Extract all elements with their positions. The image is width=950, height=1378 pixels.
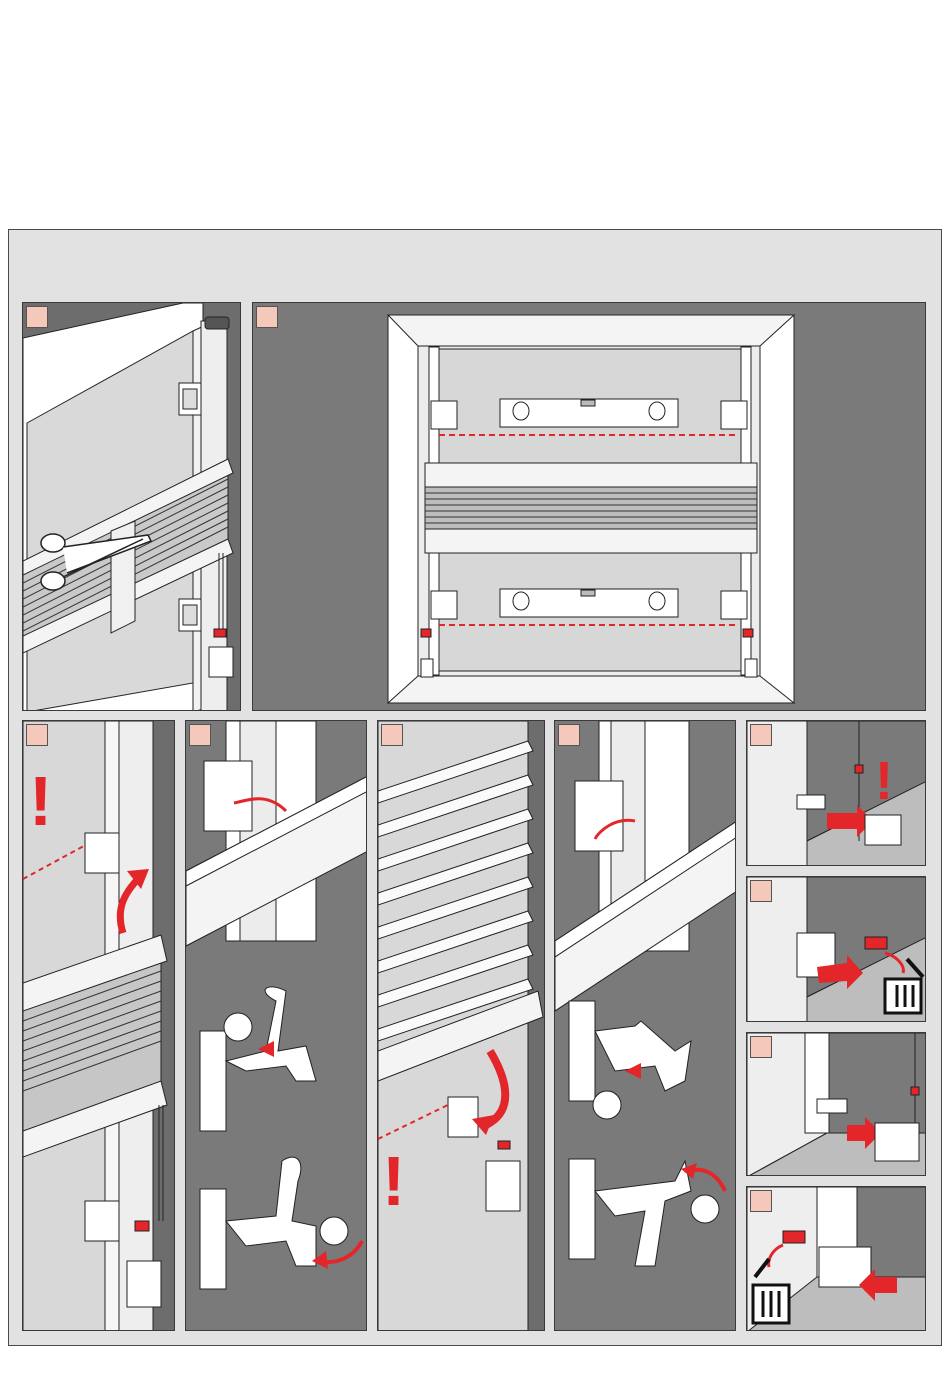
clip-profile-2-illustration: [555, 721, 736, 1331]
end-cap-fit-illustration: [747, 721, 926, 866]
panel-end-cap-fit: !: [746, 720, 926, 866]
step-badge: [750, 880, 772, 902]
remove-clip-1-illustration: [747, 877, 926, 1022]
upper-clip: [179, 383, 201, 415]
step-badge: [558, 724, 580, 746]
panel-remove-clip-1: [746, 876, 926, 1022]
cut-strap-illustration: [23, 303, 241, 711]
lower-clip: [179, 599, 201, 631]
venetian-bottom-illustration: [378, 721, 545, 1331]
clip-profile-1-illustration: [186, 721, 367, 1331]
panel-remove-clip-2: [746, 1186, 926, 1331]
spirit-level-icon: [500, 399, 678, 427]
panel-venetian-bottom: !: [377, 720, 545, 1331]
end-cap-other-side-illustration: [747, 1033, 926, 1176]
step-badge: [750, 1036, 772, 1058]
warning-mark: !: [382, 1141, 405, 1221]
step-badge: [750, 724, 772, 746]
remove-clip-2-illustration: [747, 1187, 926, 1331]
panel-end-cap-other-side: [746, 1032, 926, 1176]
step-badge: [256, 306, 278, 328]
step-badge: [381, 724, 403, 746]
warning-mark: !: [875, 751, 893, 811]
panel-clip-profile-2: [554, 720, 736, 1331]
warning-mark: !: [29, 761, 52, 841]
step-badge: [750, 1190, 772, 1212]
panel-overview-level: [252, 302, 926, 711]
panel-hook-top-rail: !: [22, 720, 175, 1331]
overview-illustration: [253, 303, 926, 711]
spirit-level-icon: [500, 589, 678, 617]
panel-cut-strap: [22, 302, 241, 711]
step-badge: [26, 306, 48, 328]
step-badge: [26, 724, 48, 746]
step-badge: [189, 724, 211, 746]
panel-clip-profile-1: [185, 720, 367, 1331]
